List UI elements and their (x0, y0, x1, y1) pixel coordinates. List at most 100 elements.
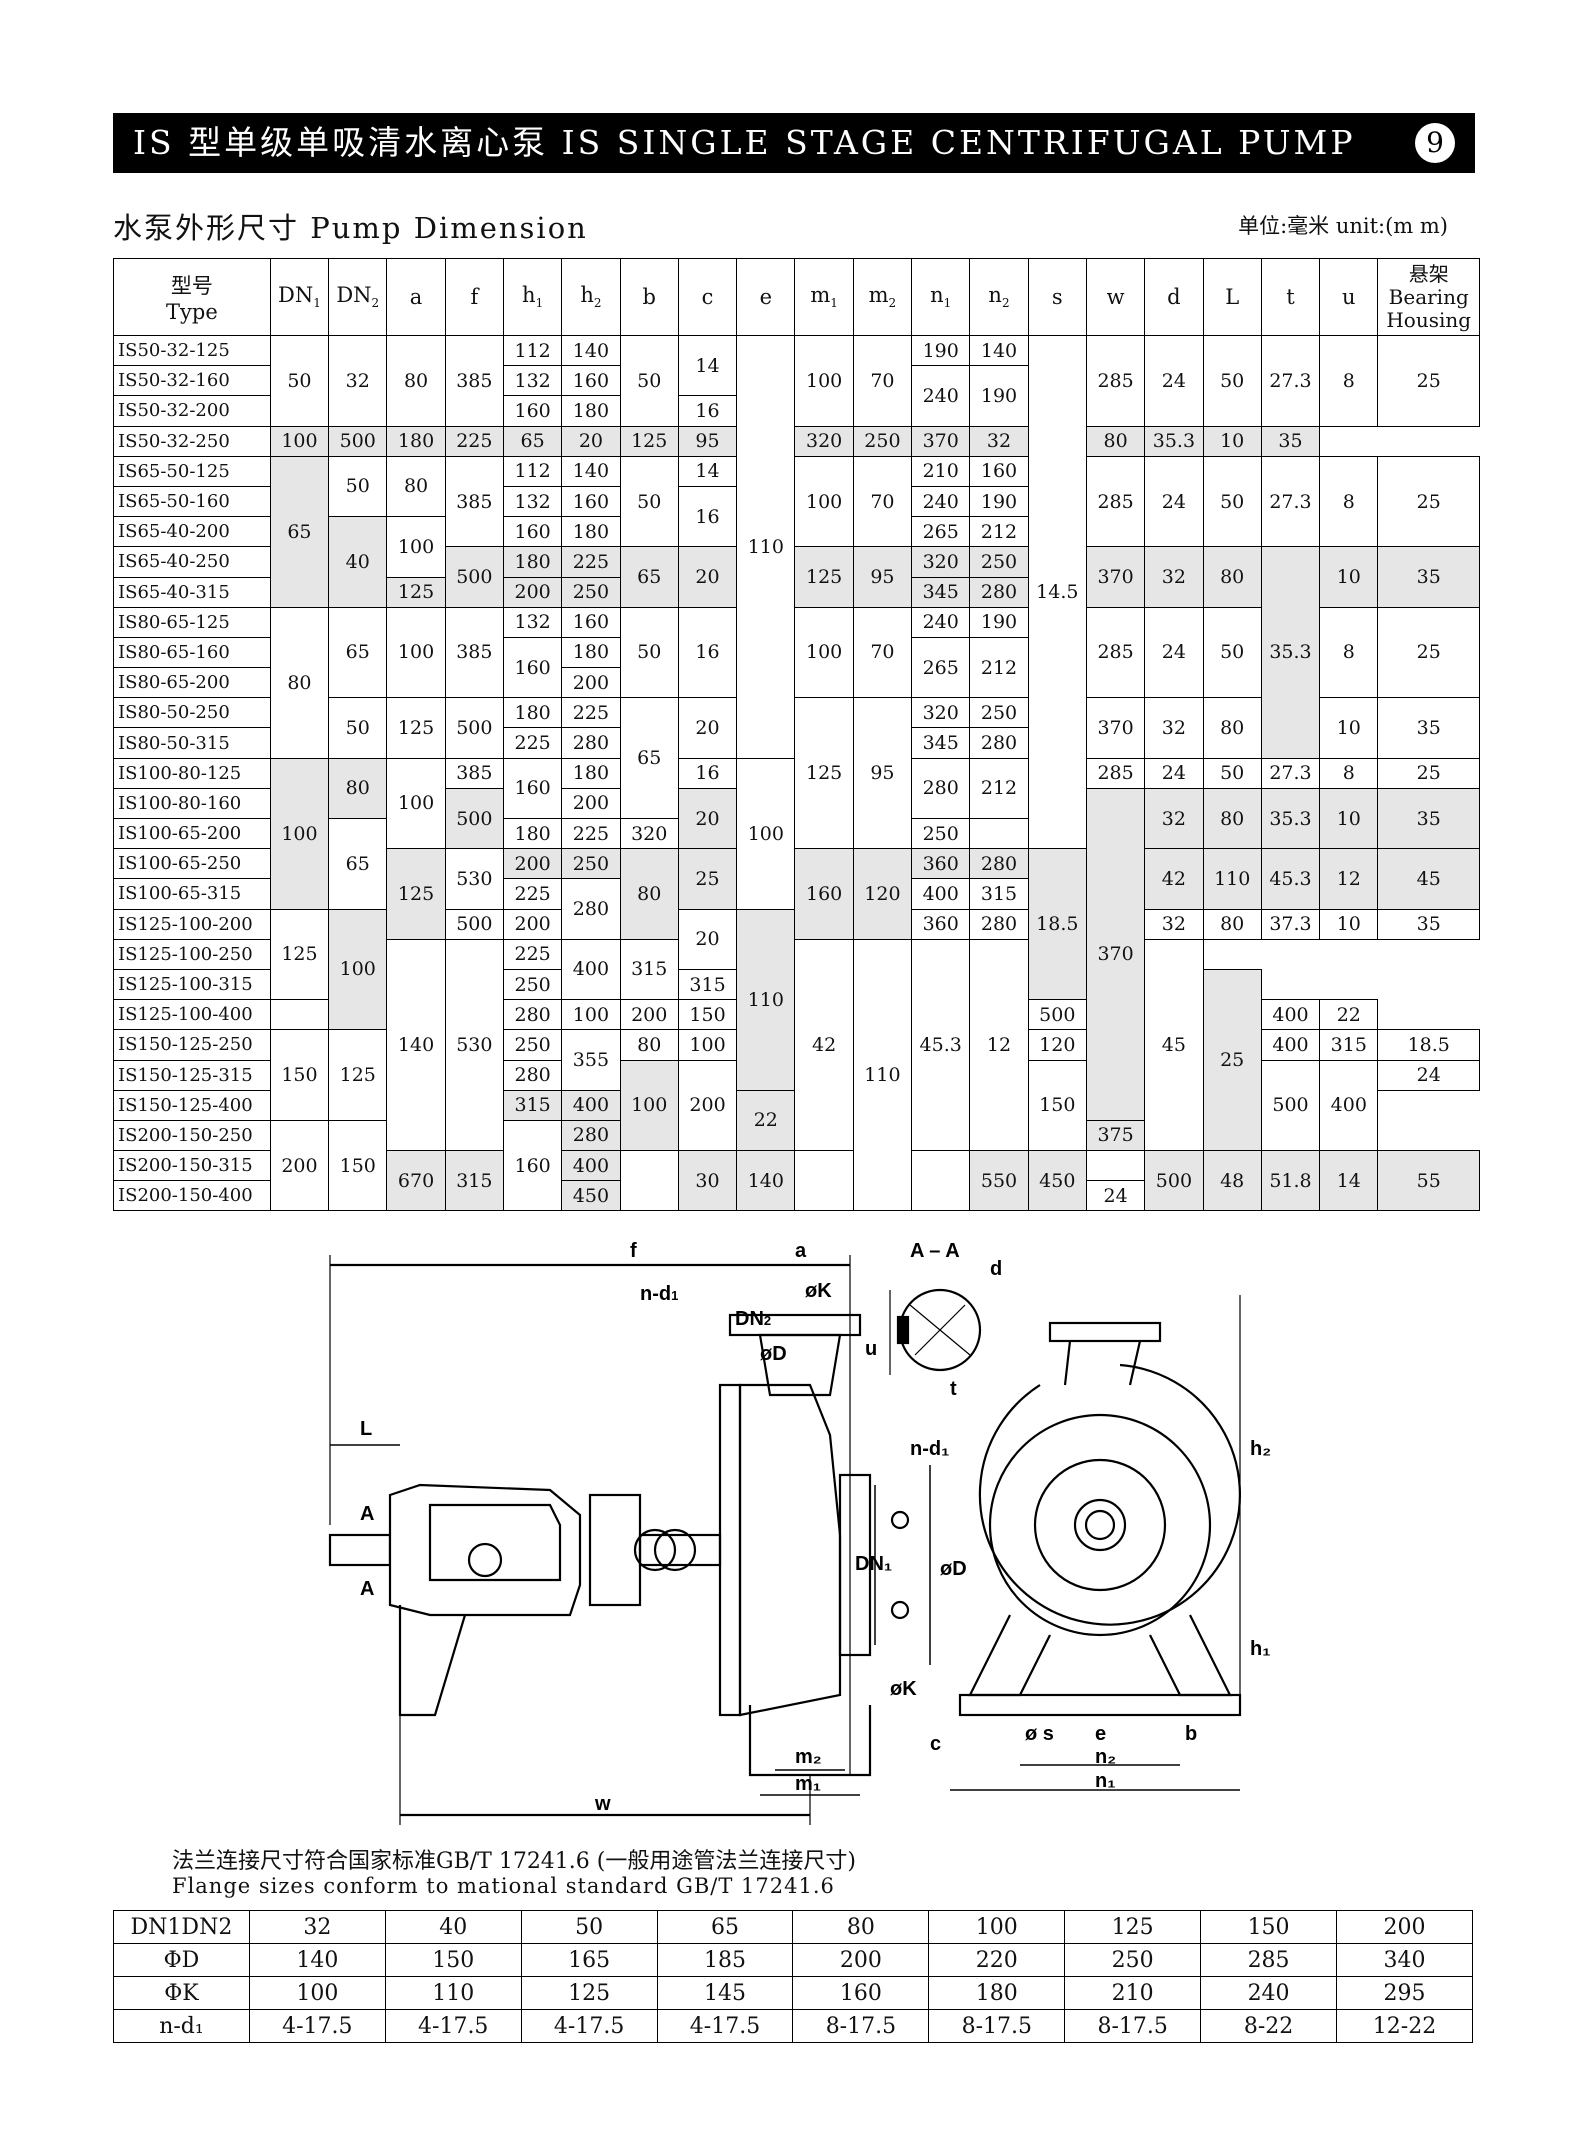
cell: 400 (911, 878, 971, 910)
cell: 25 (677, 848, 738, 910)
type-cell: IS65-50-125 (113, 455, 271, 487)
header-w: w (1085, 258, 1146, 336)
cell: 500 (444, 697, 504, 759)
cell: 315 (502, 1089, 563, 1121)
cell: 160 (502, 757, 563, 820)
cell: 80 (269, 606, 330, 759)
cell: 360 (911, 848, 971, 880)
header-s: s (1027, 258, 1087, 336)
cell: 160 (561, 485, 621, 518)
cell: 10 (1319, 697, 1379, 759)
cell: 80 (328, 757, 388, 820)
cell: 140 (561, 455, 621, 487)
cell: 265 (911, 636, 971, 699)
flange-cell: 285 (1200, 1943, 1338, 1977)
cell: 100 (386, 516, 446, 578)
table-row: IS125-100-400 125 280 100 200 150 500 40… (113, 999, 1480, 1031)
cell: 180 (561, 395, 621, 427)
cell: 32 (1144, 546, 1204, 608)
cell: 200 (561, 667, 621, 699)
cell: 35.3 (1144, 425, 1204, 457)
cell: 100 (794, 606, 854, 699)
type-cell: IS65-40-315 (113, 576, 271, 608)
cell: 280 (502, 1059, 563, 1091)
header-m1: m1 (794, 258, 854, 336)
header-L: L (1202, 258, 1262, 336)
type-cell: IS50-32-250 (113, 425, 271, 457)
flange-cell: 240 (1200, 1976, 1338, 2010)
cell: 140 (561, 334, 621, 367)
page-banner: IS 型单级单吸清水离心泵 IS SINGLE STAGE CENTRIFUGA… (113, 113, 1475, 173)
cell: 190 (969, 365, 1029, 427)
label-n1: n₁ (1095, 1770, 1116, 1792)
cell: 315 (677, 968, 738, 1001)
flange-row-label: n-d₁ (113, 2009, 250, 2043)
flange-cell: 50 (520, 1910, 658, 1944)
cell: 250 (502, 1029, 563, 1061)
cell: 160 (502, 636, 563, 699)
cell: 100 (269, 757, 330, 910)
cell: 265 (911, 516, 971, 548)
type-cell: IS100-65-315 (113, 878, 271, 910)
type-cell: IS200-150-400 (113, 1180, 271, 1212)
cell: 500 (444, 908, 504, 940)
cell: 80 (1202, 787, 1262, 850)
cell: 400 (561, 1150, 621, 1182)
table-row: IS50-32-160 132 160 240 190 (113, 365, 1480, 427)
cell: 400 (1260, 1029, 1321, 1061)
cell: 25 (1377, 335, 1480, 427)
cell: 35 (1377, 697, 1480, 759)
table-row: IS100-65-250 125 530 200 250 80 25 160 1… (113, 848, 1480, 1001)
cell: 530 (444, 938, 504, 1152)
cell: 8 (1319, 757, 1379, 789)
cell: 385 (444, 757, 504, 789)
flange-cell: 140 (248, 1943, 386, 1977)
drawing-labels: f a A – A d n-d1 DN2 øK øD u t L A A n-d… (360, 1240, 1271, 1815)
flange-cell: 295 (1336, 1976, 1473, 2010)
cell: 10 (1319, 787, 1379, 850)
cell: 140 (969, 334, 1029, 367)
label-w: w (594, 1793, 611, 1815)
cell: 95 (852, 546, 913, 608)
label-m2: m₂ (795, 1746, 822, 1768)
type-cell: IS80-65-160 (113, 636, 271, 669)
type-cell: IS125-100-250 (113, 938, 271, 970)
cell: 42 (1144, 848, 1204, 910)
type-cell: IS80-65-125 (113, 606, 271, 638)
label-h1: h₁ (1250, 1638, 1271, 1660)
flange-cell: 150 (384, 1943, 522, 1977)
label-phid-top: øD (760, 1343, 787, 1365)
banner-title: IS 型单级单吸清水离心泵 IS SINGLE STAGE CENTRIFUGA… (133, 123, 1356, 162)
flange-cell: 32 (248, 1910, 386, 1944)
cell: 280 (969, 848, 1029, 880)
cell: 225 (502, 938, 563, 970)
cell: 32 (1144, 697, 1204, 759)
table-row: IS150-125-250 150 125 250 355 80 100 120… (113, 1029, 1480, 1121)
cell: 20 (677, 787, 738, 850)
cell: 22 (736, 1089, 796, 1152)
cell: 25 (1202, 968, 1262, 1152)
cell: 50 (619, 335, 679, 427)
page-number-badge: 9 (1415, 123, 1455, 163)
cell: 200 (502, 848, 563, 880)
cell: 110 (736, 908, 796, 1091)
cell: 180 (561, 757, 621, 789)
flange-cell: 160 (792, 1976, 930, 2010)
cell: 670 (386, 1150, 446, 1212)
cell: 50 (1202, 455, 1262, 548)
flange-cell: 200 (792, 1943, 930, 1977)
cell: 160 (794, 848, 854, 940)
cell: 14 (677, 334, 738, 397)
cell: 27.3 (1260, 455, 1321, 548)
flange-cell: 180 (928, 1976, 1066, 2010)
cell: 500 (444, 546, 504, 608)
flange-cell: 165 (520, 1943, 658, 1977)
cell: 80 (386, 335, 446, 427)
cell: 80 (386, 455, 446, 518)
cell: 50 (328, 455, 388, 518)
label-phis: ø s (1025, 1723, 1054, 1745)
